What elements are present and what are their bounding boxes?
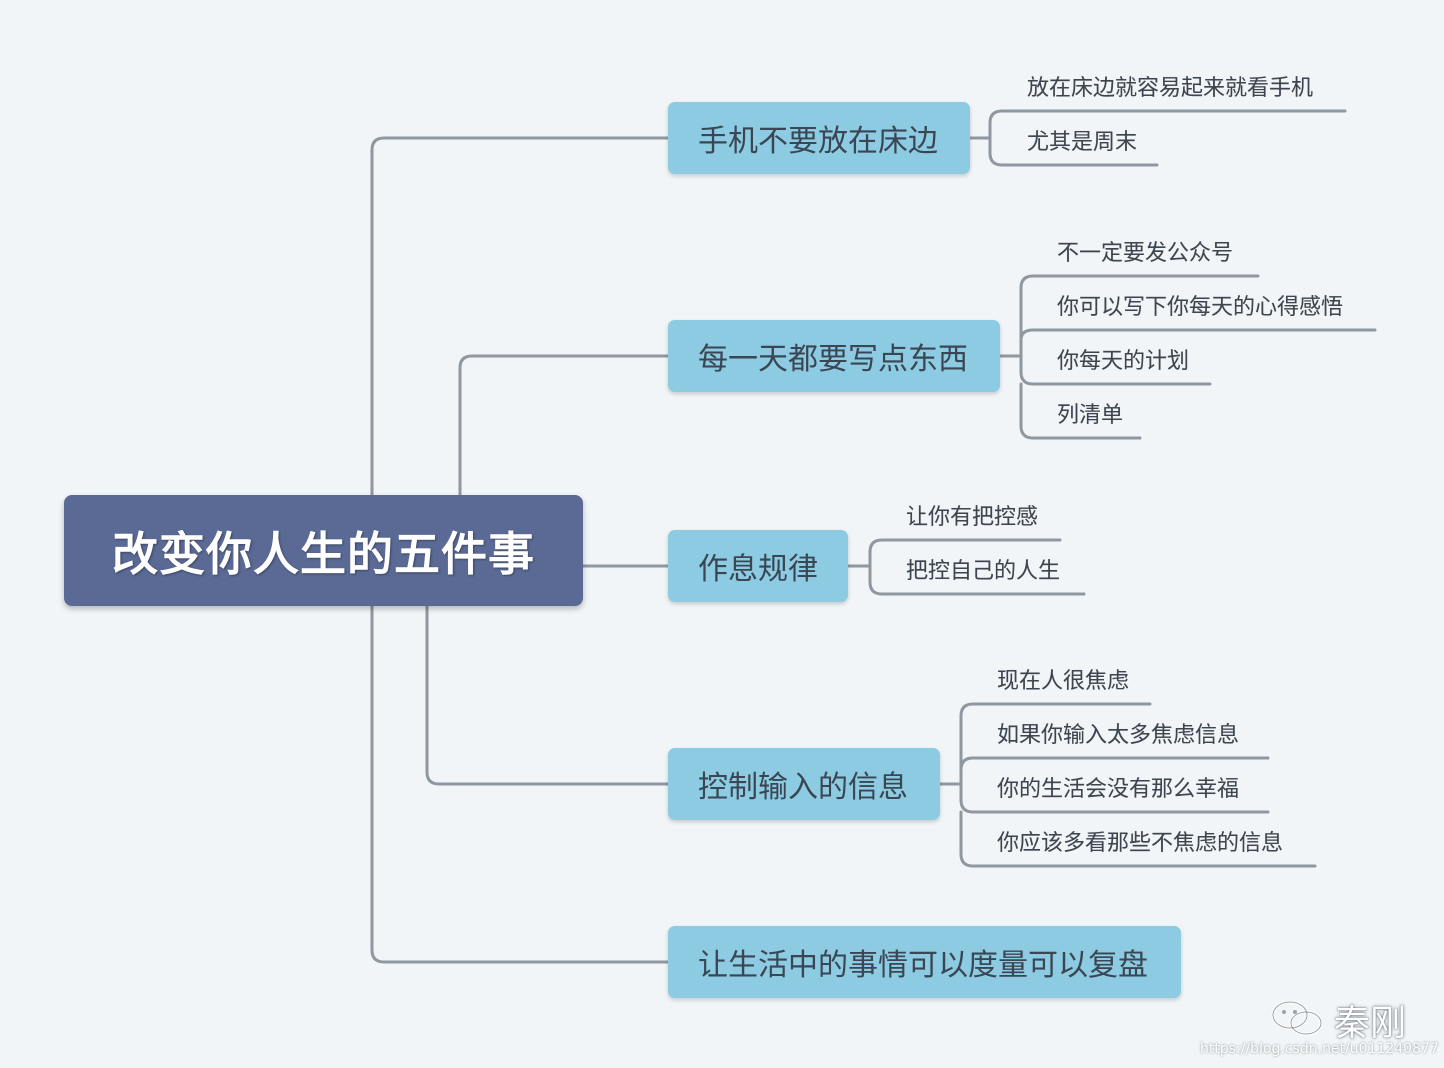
root-topic[interactable]: 改变你人生的五件事	[64, 495, 583, 606]
connector-leaf-4c	[959, 728, 1270, 814]
connector-branch-1	[370, 136, 670, 497]
connector-leaf-3b	[868, 564, 1086, 596]
connector-leaf-1	[968, 109, 1347, 140]
watermark-name: 秦刚	[1334, 1003, 1407, 1044]
leaf-topic[interactable]: 让你有把控感	[906, 505, 1039, 530]
leaf-topic[interactable]: 放在床边就容易起来就看手机	[1027, 76, 1314, 101]
connector-leaf-2	[998, 274, 1260, 358]
leaf-topic[interactable]: 把控自己的人生	[906, 559, 1061, 584]
connector-branch-2	[458, 354, 670, 497]
watermark-url: https://blog.csdn.net/u011240877	[1200, 1041, 1439, 1057]
branch-topic-2[interactable]: 每一天都要写点东西	[668, 320, 1000, 392]
connector-branch-4	[425, 604, 670, 786]
connector-leaf-2b	[1019, 328, 1377, 342]
leaf-topic[interactable]: 不一定要发公众号	[1057, 241, 1234, 266]
leaf-topic[interactable]: 现在人很焦虑	[997, 669, 1130, 694]
connector-branch-5	[370, 604, 670, 964]
connector-leaf-4b	[959, 756, 1270, 772]
branch-topic-4[interactable]: 控制输入的信息	[668, 748, 940, 820]
branch-topic-5[interactable]: 让生活中的事情可以度量可以复盘	[668, 926, 1181, 998]
branch-topic-3[interactable]: 作息规律	[668, 530, 848, 602]
connector-leaf-3	[846, 538, 1062, 568]
connector-leaf-4	[938, 702, 1152, 786]
leaf-topic[interactable]: 你可以写下你每天的心得感悟	[1057, 295, 1344, 320]
leaf-topic[interactable]: 尤其是周末	[1027, 130, 1138, 155]
leaf-topic[interactable]: 你应该多看那些不焦虑的信息	[997, 831, 1284, 856]
leaf-topic[interactable]: 如果你输入太多焦虑信息	[997, 723, 1240, 748]
watermark: 秦刚	[1270, 995, 1430, 1045]
connector-leaf-1b	[988, 136, 1159, 167]
connector-leaf-2c	[1019, 298, 1212, 386]
connector-leaf-4d	[959, 810, 1317, 868]
connector-leaf-2d	[1019, 382, 1142, 440]
wechat-icon	[1270, 998, 1328, 1042]
branch-topic-1[interactable]: 手机不要放在床边	[668, 102, 970, 174]
leaf-topic[interactable]: 你每天的计划	[1057, 349, 1190, 374]
leaf-topic[interactable]: 你的生活会没有那么幸福	[997, 777, 1240, 802]
leaf-topic[interactable]: 列清单	[1057, 403, 1124, 428]
